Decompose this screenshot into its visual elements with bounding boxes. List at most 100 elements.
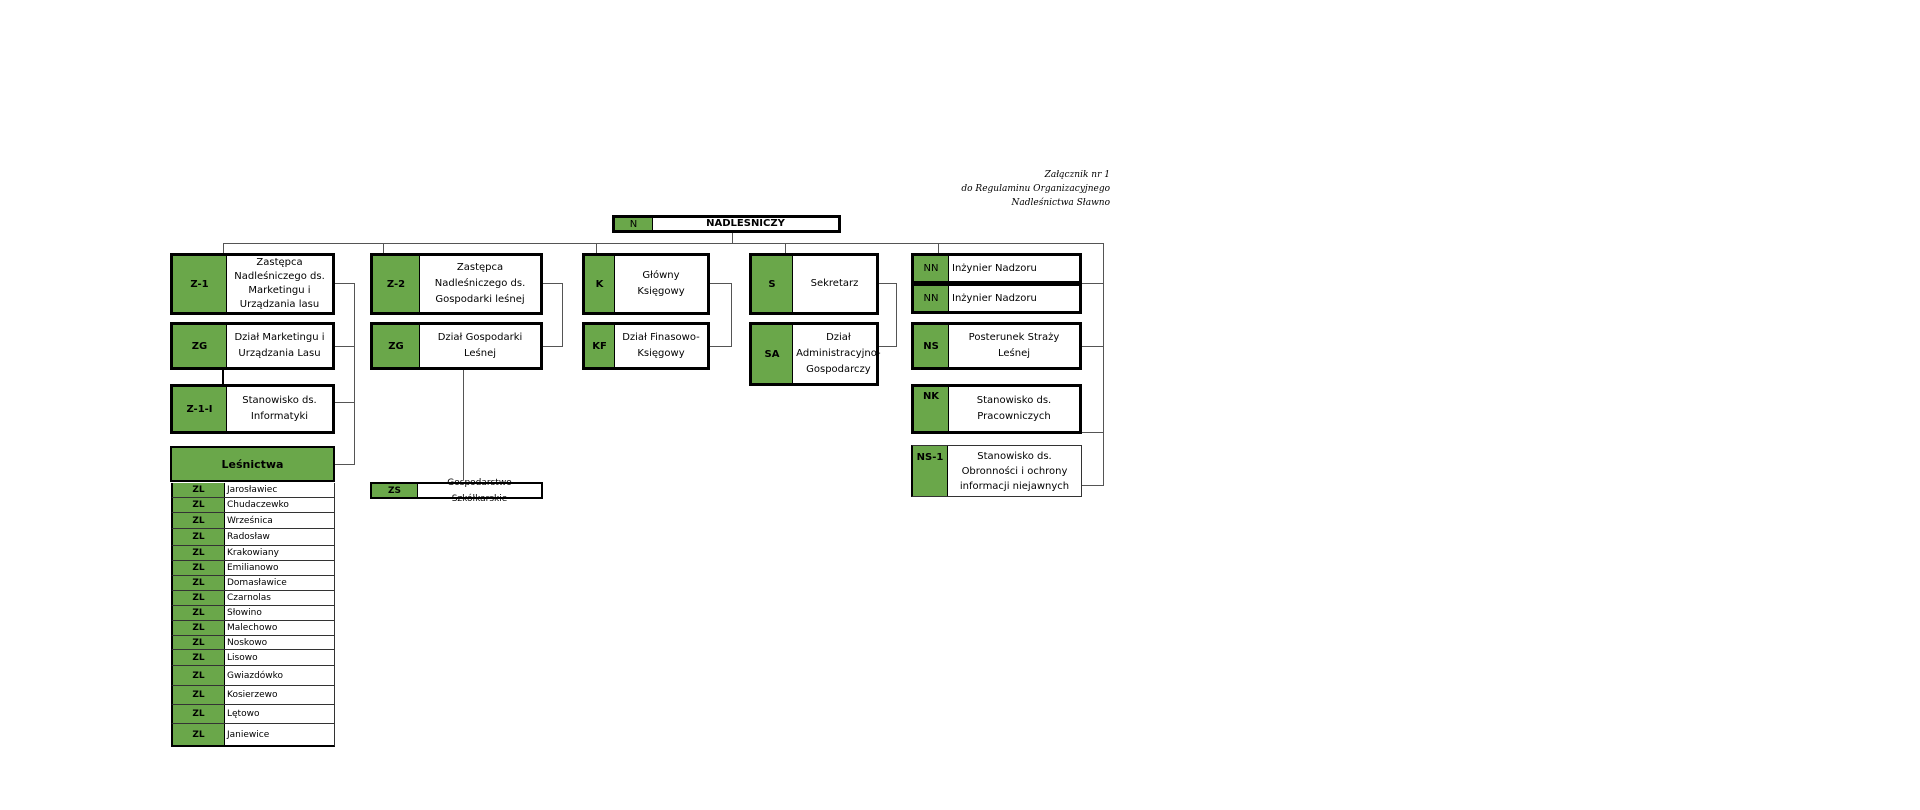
unit-box-k: K Główny Księgowy [582, 253, 710, 315]
forestry-name: Emilianowo [225, 561, 334, 575]
unit-code: ZS [372, 484, 418, 497]
forestry-code: ZL [173, 483, 225, 497]
annex-note: Załącznik nr 1 do Regulaminu Organizacyj… [900, 168, 1110, 210]
unit-box-z2: Z-2 Zastępca Nadleśniczego ds. Gospodark… [370, 253, 543, 315]
forestry-name: Jarosławiec [225, 483, 334, 497]
unit-label: Dział Marketingu i Urządzania Lasu [234, 332, 325, 359]
forestry-code: ZL [173, 529, 225, 545]
unit-box-ns: NS Posterunek Straży Leśnej [911, 322, 1082, 370]
unit-code: NK [914, 387, 949, 431]
forestry-name: Janiewice [225, 724, 334, 745]
unit-label: Stanowisko ds. Informatyki [242, 395, 317, 422]
forestry-code: ZL [173, 636, 225, 649]
unit-box-kf: KF Dział Finasowo-Księgowy [582, 322, 710, 370]
forestry-code: ZL [173, 561, 225, 575]
annex-line-2: do Regulaminu Organizacyjnego [961, 184, 1110, 194]
unit-box-sa: SA Dział Administracyjno-Gospodarczy [749, 322, 881, 386]
unit-code: S [752, 256, 793, 312]
forestry-code: ZL [173, 513, 225, 528]
unit-code: KF [585, 325, 615, 367]
annex-line-1: Załącznik nr 1 [1044, 170, 1110, 180]
unit-label: Inżynier Nadzoru [952, 292, 1037, 304]
unit-box-nn-1: NN Inżynier Nadzoru [911, 253, 1082, 284]
unit-label: Zastępca Nadleśniczego ds. Marketingu i … [234, 257, 325, 310]
unit-box-z1i: Z-1-I Stanowisko ds. Informatyki [170, 384, 335, 434]
unit-label: Dział Gospodarki Leśnej [437, 332, 523, 359]
forestry-code: ZL [173, 724, 225, 745]
forestry-name: Krakowiany [225, 546, 334, 560]
unit-label: Stanowisko ds. Obronności i ochrony info… [959, 450, 1070, 492]
unit-code: Z-2 [373, 256, 420, 312]
forestry-name: Gwiazdówko [225, 666, 334, 685]
forestry-name: Lętowo [225, 705, 334, 723]
unit-code: NS [914, 325, 949, 367]
forestry-name: Radosław [225, 529, 334, 545]
forestry-header: Leśnictwa [170, 446, 335, 482]
unit-box-ns1: NS-1 Stanowisko ds. Obronności i ochrony… [911, 445, 1082, 497]
forestry-code: ZL [173, 686, 225, 704]
forestry-name: Czarnolas [225, 591, 334, 605]
unit-box-zs: ZS Gospodarstwo Szkółkarskie [370, 477, 543, 504]
forestry-code: ZL [173, 591, 225, 605]
unit-label: Inżynier Nadzoru [952, 262, 1037, 274]
director-box: N NADLEŚNICZY [612, 215, 841, 233]
unit-label: Gospodarstwo Szkółkarskie [447, 477, 512, 504]
unit-label: Zastępca Nadleśniczego ds. Gospodarki le… [434, 262, 526, 305]
unit-code: K [585, 256, 615, 312]
forestry-name: Domasławice [225, 576, 334, 590]
unit-label: Główny Księgowy [637, 270, 685, 297]
annex-line-3: Nadleśnictwa Sławno [1011, 198, 1110, 208]
unit-label: Dział Finasowo-Księgowy [622, 332, 700, 359]
unit-label: Sekretarz [810, 278, 859, 289]
unit-box-zg-forest: ZG Dział Gospodarki Leśnej [370, 322, 543, 370]
unit-box-s: S Sekretarz [749, 253, 879, 315]
unit-label: Posterunek Straży Leśnej [968, 332, 1060, 359]
unit-code: NN [914, 286, 949, 311]
unit-box-nn-2: NN Inżynier Nadzoru [911, 283, 1082, 314]
forestry-code: ZL [173, 498, 225, 512]
forestry-name: Słowino [225, 606, 334, 620]
unit-box-z1: Z-1 Zastępca Nadleśniczego ds. Marketing… [170, 253, 335, 315]
director-label: NADLEŚNICZY [706, 218, 785, 229]
forestry-name: Noskowo [225, 636, 334, 649]
unit-code: ZG [173, 325, 227, 367]
unit-code: Z-1 [173, 256, 227, 312]
forestry-name: Lisowo [225, 650, 334, 665]
forestry-code: ZL [173, 621, 225, 635]
unit-code: NN [914, 256, 949, 281]
unit-box-nk: NK Stanowisko ds. Pracowniczych [911, 384, 1082, 434]
forestry-name: Kosierzewo [225, 686, 334, 704]
forestry-code: ZL [173, 606, 225, 620]
director-code: N [615, 218, 653, 230]
unit-label: Stanowisko ds. Pracowniczych [976, 395, 1052, 422]
forestry-code: ZL [173, 546, 225, 560]
forestry-name: Wrześnica [225, 513, 334, 528]
forestry-name: Chudaczewko [225, 498, 334, 512]
forestry-code: ZL [173, 576, 225, 590]
unit-code: SA [752, 325, 793, 383]
unit-code: ZG [373, 325, 420, 367]
forestry-code: ZL [173, 650, 225, 665]
unit-label: Dział Administracyjno-Gospodarczy [796, 332, 881, 375]
forestry-name: Malechowo [225, 621, 334, 635]
forestry-code: ZL [173, 666, 225, 685]
unit-code: NS-1 [913, 446, 948, 496]
unit-box-zg-marketing: ZG Dział Marketingu i Urządzania Lasu [170, 322, 335, 370]
unit-code: Z-1-I [173, 387, 227, 431]
